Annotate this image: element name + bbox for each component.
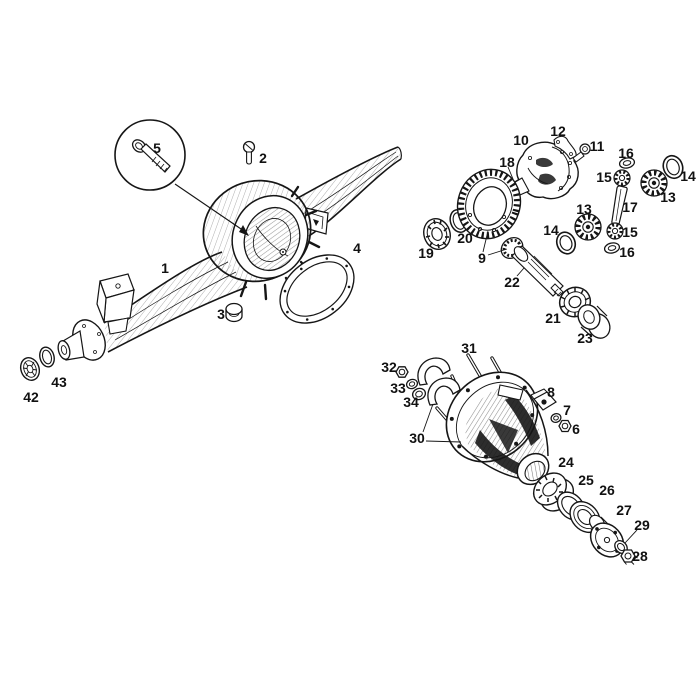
part-14-thrust-washer-right <box>662 154 684 180</box>
part-label-16a: 16 <box>618 145 634 161</box>
part-28-nut <box>620 549 638 565</box>
part-label-17: 17 <box>622 199 638 215</box>
part-label-7: 7 <box>563 402 571 418</box>
part-label-16b: 16 <box>619 244 635 260</box>
part-label-22: 22 <box>504 274 520 290</box>
part-label-6: 6 <box>572 421 580 437</box>
part-label-18: 18 <box>499 154 515 170</box>
part-label-11: 11 <box>590 138 605 154</box>
part-12-lock-strap <box>553 135 577 160</box>
part-label-5: 5 <box>153 140 161 156</box>
part-label-9: 9 <box>478 250 486 266</box>
part-7-washer <box>550 412 562 424</box>
part-label-34: 34 <box>403 394 419 410</box>
part-3-plug <box>225 302 243 323</box>
part-label-31: 31 <box>461 340 477 356</box>
part-label-29: 29 <box>634 517 650 533</box>
part-label-19: 19 <box>418 245 434 261</box>
part-13-bevel-gear-right <box>640 169 668 197</box>
part-label-26: 26 <box>599 482 615 498</box>
part-label-8: 8 <box>547 384 555 400</box>
part-8-bracket <box>530 388 557 411</box>
part-33-washer <box>405 378 419 390</box>
part-label-43: 43 <box>51 374 67 390</box>
part-15-gear-upper <box>613 169 631 187</box>
part-32-nut <box>395 366 409 378</box>
part-16-washer-lower <box>603 242 621 254</box>
part-label-15a: 15 <box>596 169 612 185</box>
part-5-bolt <box>131 139 171 173</box>
part-19-bearing <box>423 218 451 250</box>
part-4-gasket <box>279 254 355 324</box>
part-label-28: 28 <box>632 548 648 564</box>
part-label-32: 32 <box>381 359 397 375</box>
part-42-cap <box>19 357 41 381</box>
part-22-pinion-shaft <box>500 236 564 297</box>
part-15-gear-lower <box>606 222 624 240</box>
part-label-23: 23 <box>577 330 593 346</box>
part-34-washer <box>411 387 427 401</box>
part-9-crown-wheel <box>456 168 522 240</box>
part-11-bolt <box>572 143 591 163</box>
part-label-14a: 14 <box>680 168 696 184</box>
part-label-24: 24 <box>558 454 574 470</box>
part-label-4: 4 <box>353 240 361 256</box>
leader-arrowhead <box>239 225 249 236</box>
part-label-20: 20 <box>457 230 473 246</box>
part-label-13a: 13 <box>660 189 676 205</box>
leader-line-5 <box>174 183 245 232</box>
part-label-15b: 15 <box>622 224 638 240</box>
part-23-spacer <box>577 304 611 339</box>
detail-circle-part-5 <box>114 119 249 236</box>
part-1-axle-housing <box>57 146 402 361</box>
part-label-10: 10 <box>513 132 529 148</box>
part-14-thrust-washer-mid <box>555 231 577 255</box>
part-label-30: 30 <box>409 430 425 446</box>
part-label-1: 1 <box>161 260 169 276</box>
part-label-12: 12 <box>550 123 566 139</box>
part-label-25: 25 <box>578 472 594 488</box>
part-label-21: 21 <box>545 310 561 326</box>
part-13-bevel-gear-mid <box>574 213 602 241</box>
part-label-27: 27 <box>616 502 632 518</box>
part-label-42: 42 <box>23 389 39 405</box>
part-label-14b: 14 <box>543 222 559 238</box>
leader-lines <box>422 166 638 544</box>
part-6-nut <box>558 419 572 433</box>
part-label-13b: 13 <box>576 201 592 217</box>
part-label-2: 2 <box>259 150 267 166</box>
part-43-washer <box>39 346 55 368</box>
part-30-carrier-housing <box>445 371 550 486</box>
part-16-washer-upper <box>618 157 636 169</box>
part-30-bearing-caps <box>417 357 461 406</box>
part-label-33: 33 <box>390 380 406 396</box>
part-2-bolt <box>242 140 256 165</box>
part-label-3: 3 <box>217 306 225 322</box>
